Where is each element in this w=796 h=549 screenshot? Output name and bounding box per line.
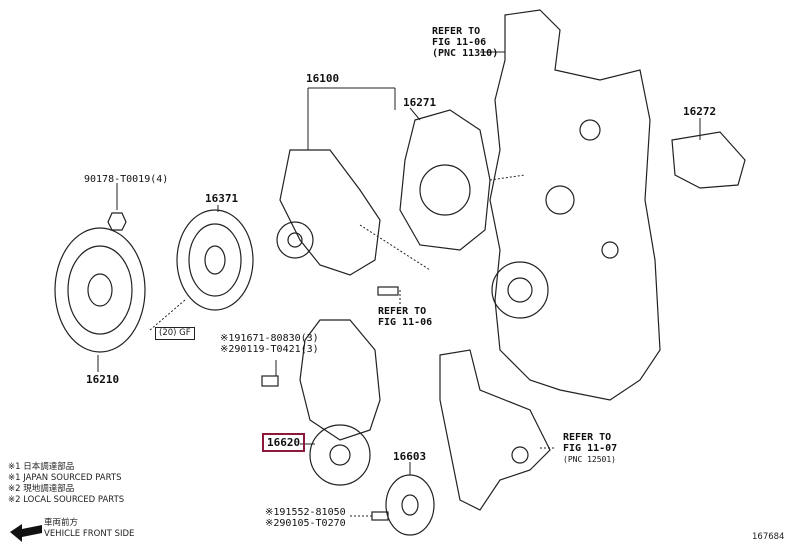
vehicle-front-en: VEHICLE FRONT SIDE: [44, 529, 135, 539]
bolt-label-lower[interactable]: ※191552-81050 ※290105-T0270: [265, 507, 346, 529]
figure-id: 167684: [752, 532, 785, 542]
part-label-16620-highlighted[interactable]: 16620: [262, 433, 306, 452]
gasket-small-drawing: [671, 131, 746, 189]
pulley-drawing: [176, 209, 254, 311]
water-pump-drawing: [279, 149, 381, 276]
bolt-label-upper[interactable]: ※191671-80830(3) ※290119-T0421(3): [220, 333, 319, 355]
bolt-drawing: [261, 375, 279, 387]
bolt-part-number: ※290105-T0270: [265, 518, 346, 529]
refer-note-11-06-pnc[interactable]: REFER TO FIG 11-06 (PNC 11310): [432, 26, 498, 59]
legend-line: ※2 LOCAL SOURCED PARTS: [8, 495, 125, 505]
refer-note-line: FIG 11-06: [432, 37, 487, 48]
timing-cover-hole: [491, 261, 549, 319]
refer-note-line: (PNC 12501): [563, 455, 616, 464]
tensioner-drawing: [299, 319, 381, 441]
timing-cover-drawing: [489, 9, 661, 401]
idler-pulley-drawing: [385, 474, 435, 536]
fan-coupling-drawing: [54, 227, 146, 353]
nut-drawing: [107, 212, 127, 231]
part-label-16100[interactable]: 16100: [306, 72, 340, 85]
legend-line: ※1 JAPAN SOURCED PARTS: [8, 473, 122, 483]
part-label-16603[interactable]: 16603: [393, 450, 427, 463]
refer-note-line: REFER TO: [563, 432, 612, 443]
part-label-16272[interactable]: 16272: [683, 105, 717, 118]
part-label-16271[interactable]: 16271: [403, 96, 437, 109]
legend-line: ※2 現地調達部品: [8, 484, 75, 494]
refer-note-11-06[interactable]: REFER TO FIG 11-06: [378, 306, 432, 328]
refer-note-line: (PNC 11310): [432, 48, 499, 59]
bolt-part-number: ※191671-80830(3): [220, 333, 319, 344]
vehicle-front-label: 車両前方 VEHICLE FRONT SIDE: [44, 518, 134, 540]
vehicle-front-jp: 車両前方: [44, 518, 79, 528]
tensioner-pulley-drawing: [309, 424, 371, 486]
bolt-part-number: ※191552-81050: [265, 507, 346, 518]
bolt-part-number: ※290119-T0421(3): [220, 344, 319, 355]
refer-note-line: REFER TO: [432, 26, 481, 37]
bolt-label-90178[interactable]: 90178-T0019(4): [84, 174, 169, 185]
vehicle-front-arrow-icon: [10, 524, 42, 542]
refer-note-line: REFER TO: [378, 306, 427, 317]
refer-note-line: FIG 11-06: [378, 317, 433, 328]
refer-note-11-07[interactable]: REFER TO FIG 11-07 (PNC 12501): [563, 432, 617, 465]
bracket-drawing: [439, 349, 551, 511]
coupling-tag: (20) GF: [155, 327, 195, 340]
gasket-drawing: [399, 109, 491, 251]
part-label-16210[interactable]: 16210: [86, 373, 120, 386]
legend-line: ※1 日本調達部品: [8, 462, 75, 472]
legend: ※1 日本調達部品 ※1 JAPAN SOURCED PARTS ※2 現地調達…: [8, 462, 124, 506]
part-label-16371[interactable]: 16371: [205, 192, 239, 205]
refer-note-line: FIG 11-07: [563, 443, 618, 454]
